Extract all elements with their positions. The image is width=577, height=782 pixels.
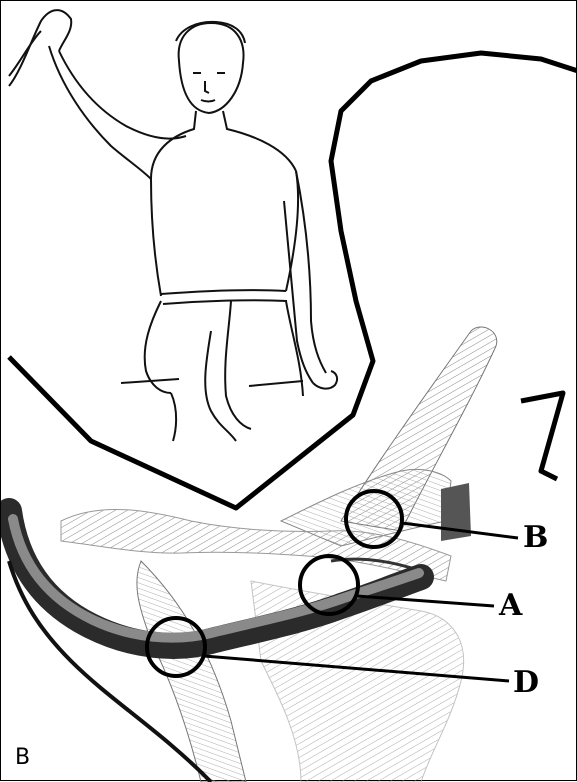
panel-label: B: [15, 747, 30, 769]
callout-label-a: A: [499, 591, 522, 621]
seated-person: [9, 10, 337, 441]
callout-label-d: D: [513, 668, 539, 698]
shoulder-contour: [521, 393, 563, 479]
inset-outline: [9, 53, 577, 508]
anatomy-region: [61, 327, 497, 782]
callout-label-b: B: [523, 523, 548, 553]
